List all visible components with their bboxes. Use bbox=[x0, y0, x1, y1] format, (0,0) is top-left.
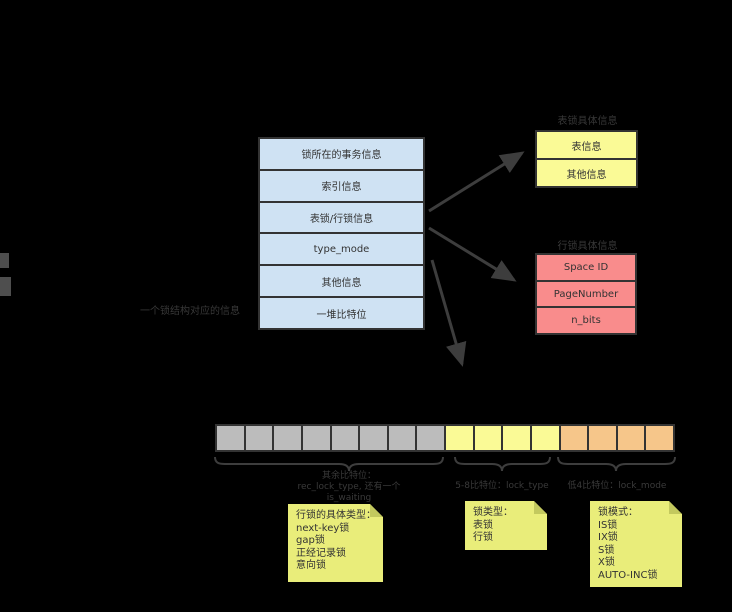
rest-bits-label: 其余比特位： rec_lock_type, 还有一个 is_waiting bbox=[254, 471, 444, 504]
note-lock-modes: 锁模式： IS锁 IX锁 S锁 X锁 AUTO-INC锁 bbox=[590, 501, 682, 587]
lock-struct-caption: 一个锁结构对应的信息 bbox=[140, 306, 240, 317]
note-line: 锁模式： bbox=[598, 507, 638, 518]
note-line: 行锁的具体类型： bbox=[296, 510, 376, 521]
bit-cell-lock-type-bits bbox=[444, 426, 473, 450]
note-row-lock-types: 行锁的具体类型： next-key锁 gap锁 正经记录锁 意向锁 bbox=[288, 504, 383, 582]
bit-cell-rec-lock-type-bits bbox=[386, 426, 416, 450]
bit-cell-lock-type-bits bbox=[472, 426, 502, 450]
bit-cell-lock-mode-bits bbox=[615, 426, 645, 450]
note-line: next-key锁 bbox=[296, 522, 350, 534]
rest-bits-label-line2: rec_lock_type, 还有一个 bbox=[297, 482, 401, 492]
note-line: 表锁 bbox=[473, 519, 493, 531]
table-lock-row-table-info: 表信息 bbox=[537, 132, 636, 158]
arrow-to-bit-array bbox=[430, 259, 467, 367]
folded-corner-icon bbox=[669, 501, 682, 514]
row-lock-row-space-id: Space ID bbox=[537, 255, 635, 280]
lock-struct-row-other-info: 其他信息 bbox=[260, 264, 423, 297]
rest-bits-label-line3: is_waiting bbox=[326, 493, 372, 503]
bit-cell-rec-lock-type-bits bbox=[358, 426, 387, 450]
rest-bits-label-line1: 其余比特位： bbox=[321, 471, 376, 481]
arrow-to-row-lock bbox=[428, 226, 517, 282]
bit-cell-rec-lock-type-bits bbox=[415, 426, 444, 450]
table-lock-box: 表信息 其他信息 bbox=[535, 130, 638, 188]
bit-cell-rec-lock-type-bits bbox=[243, 426, 273, 450]
note-lock-types: 锁类型： 表锁 行锁 bbox=[465, 501, 547, 550]
bit-array bbox=[215, 424, 675, 452]
left-edge-artifact bbox=[0, 253, 9, 268]
lock-mode-bits-label: 低4比特位：lock_mode bbox=[567, 481, 667, 491]
bit-cell-lock-type-bits bbox=[529, 426, 559, 450]
note-line: IX锁 bbox=[598, 532, 618, 543]
note-line: 正经记录锁 bbox=[296, 547, 346, 559]
brace-rec-lock-type bbox=[214, 456, 444, 472]
lock-struct-row-trx-info: 锁所在的事务信息 bbox=[260, 139, 423, 169]
lock-struct-row-bits: 一堆比特位 bbox=[260, 296, 423, 328]
bit-cell-rec-lock-type-bits bbox=[217, 426, 244, 450]
note-line: AUTO-INC锁 bbox=[598, 569, 658, 581]
brace-lock-mode bbox=[557, 456, 676, 472]
note-line: gap锁 bbox=[296, 535, 325, 546]
lock-struct-row-type-mode: type_mode bbox=[260, 232, 423, 265]
note-line: 锁类型： bbox=[473, 507, 513, 518]
row-lock-row-page-number: PageNumber bbox=[537, 279, 635, 307]
arrow-to-table-lock bbox=[428, 151, 525, 213]
row-lock-box: Space ID PageNumber n_bits bbox=[535, 253, 637, 335]
bit-cell-lock-mode-bits bbox=[587, 426, 616, 450]
lock-struct-box: 锁所在的事务信息 索引信息 表锁/行锁信息 type_mode 其他信息 一堆比… bbox=[258, 137, 425, 330]
lock-type-bits-label: 5-8比特位：lock_type bbox=[455, 481, 549, 491]
note-line: X锁 bbox=[598, 557, 615, 568]
folded-corner-icon bbox=[370, 504, 383, 517]
lock-struct-row-index-info: 索引信息 bbox=[260, 168, 423, 201]
note-line: S锁 bbox=[598, 544, 615, 556]
bit-cell-rec-lock-type-bits bbox=[300, 426, 330, 450]
lock-struct-row-table-row-lock-info: 表锁/行锁信息 bbox=[260, 200, 423, 233]
bit-cell-rec-lock-type-bits bbox=[272, 426, 301, 450]
table-lock-title: 表锁具体信息 bbox=[557, 116, 618, 127]
bit-cell-lock-type-bits bbox=[501, 426, 530, 450]
bit-cell-lock-mode-bits bbox=[558, 426, 588, 450]
row-lock-title: 行锁具体信息 bbox=[557, 241, 618, 252]
note-line: 意向锁 bbox=[296, 560, 326, 571]
bit-cell-rec-lock-type-bits bbox=[329, 426, 359, 450]
table-lock-row-other-info: 其他信息 bbox=[537, 158, 636, 186]
bit-cell-lock-mode-bits bbox=[644, 426, 673, 450]
row-lock-row-n-bits: n_bits bbox=[537, 306, 635, 334]
note-line: 行锁 bbox=[473, 532, 493, 543]
brace-lock-type bbox=[454, 456, 551, 472]
note-line: IS锁 bbox=[598, 519, 618, 531]
left-edge-artifact bbox=[0, 277, 11, 296]
folded-corner-icon bbox=[534, 501, 547, 514]
